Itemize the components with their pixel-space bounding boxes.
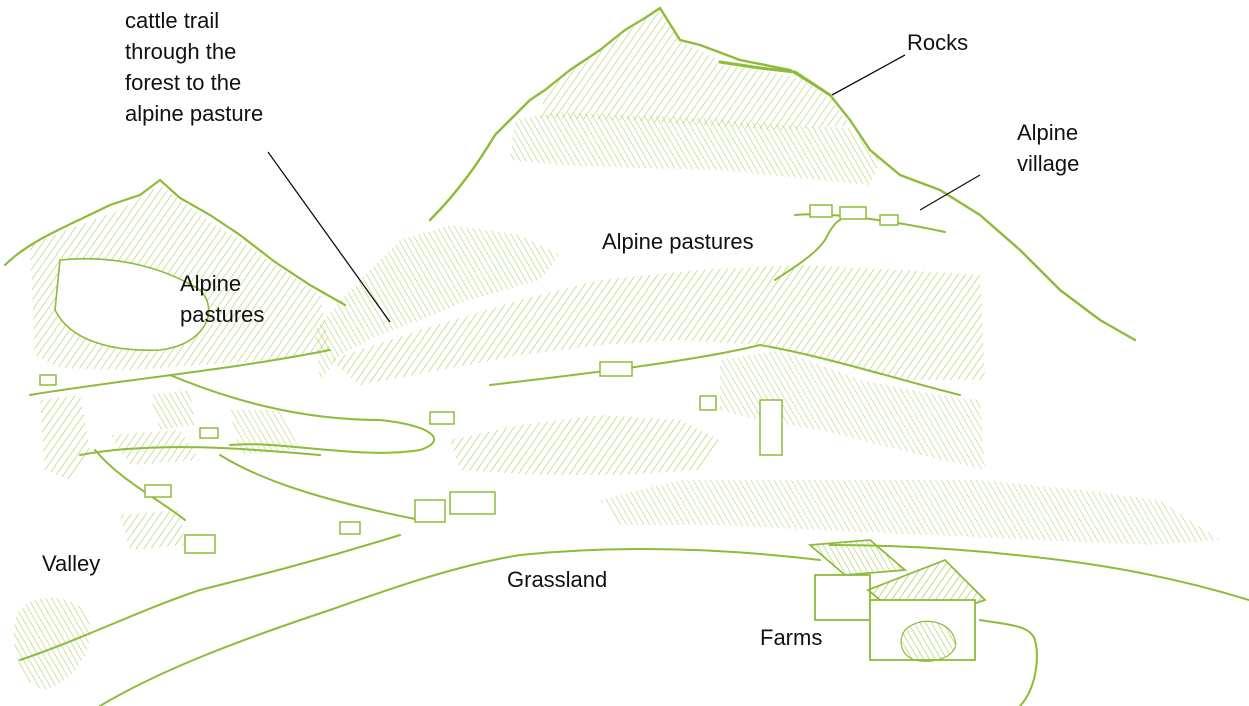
- rocks-leader: [832, 55, 905, 95]
- farm-buildings: [810, 540, 985, 661]
- valley-house-4: [185, 535, 215, 553]
- valley-house-3: [145, 485, 171, 497]
- cattle-trail-label: cattle trail through the forest to the a…: [125, 5, 263, 129]
- valley-house-1: [40, 375, 56, 385]
- village-house-3: [880, 215, 898, 225]
- farms-label: Farms: [760, 622, 822, 653]
- right-lower-forest: [450, 350, 1220, 545]
- valley-house-6: [430, 412, 454, 424]
- left-trees: [14, 390, 300, 690]
- valley-house-2: [200, 428, 218, 438]
- valley-label: Valley: [42, 548, 100, 579]
- alpine-village-label: Alpine village: [1017, 117, 1079, 179]
- road-house-2: [450, 492, 495, 514]
- rocks-label: Rocks: [907, 27, 968, 58]
- grassland-label: Grassland: [507, 564, 607, 595]
- village-house-1: [810, 205, 832, 217]
- tower-building: [760, 400, 782, 455]
- rock-hatching: [540, 10, 850, 130]
- valley-house-5: [340, 522, 360, 534]
- village-leader: [920, 175, 980, 210]
- village-house-2: [840, 207, 866, 219]
- left-mountain: [5, 180, 345, 370]
- road-house-1: [415, 500, 445, 522]
- alpine-pastures-upper-label: Alpine pastures: [602, 226, 754, 257]
- mid-house: [700, 396, 716, 410]
- alpine-pastures-left-label: Alpine pastures: [180, 268, 264, 330]
- pasture-hut: [600, 362, 632, 376]
